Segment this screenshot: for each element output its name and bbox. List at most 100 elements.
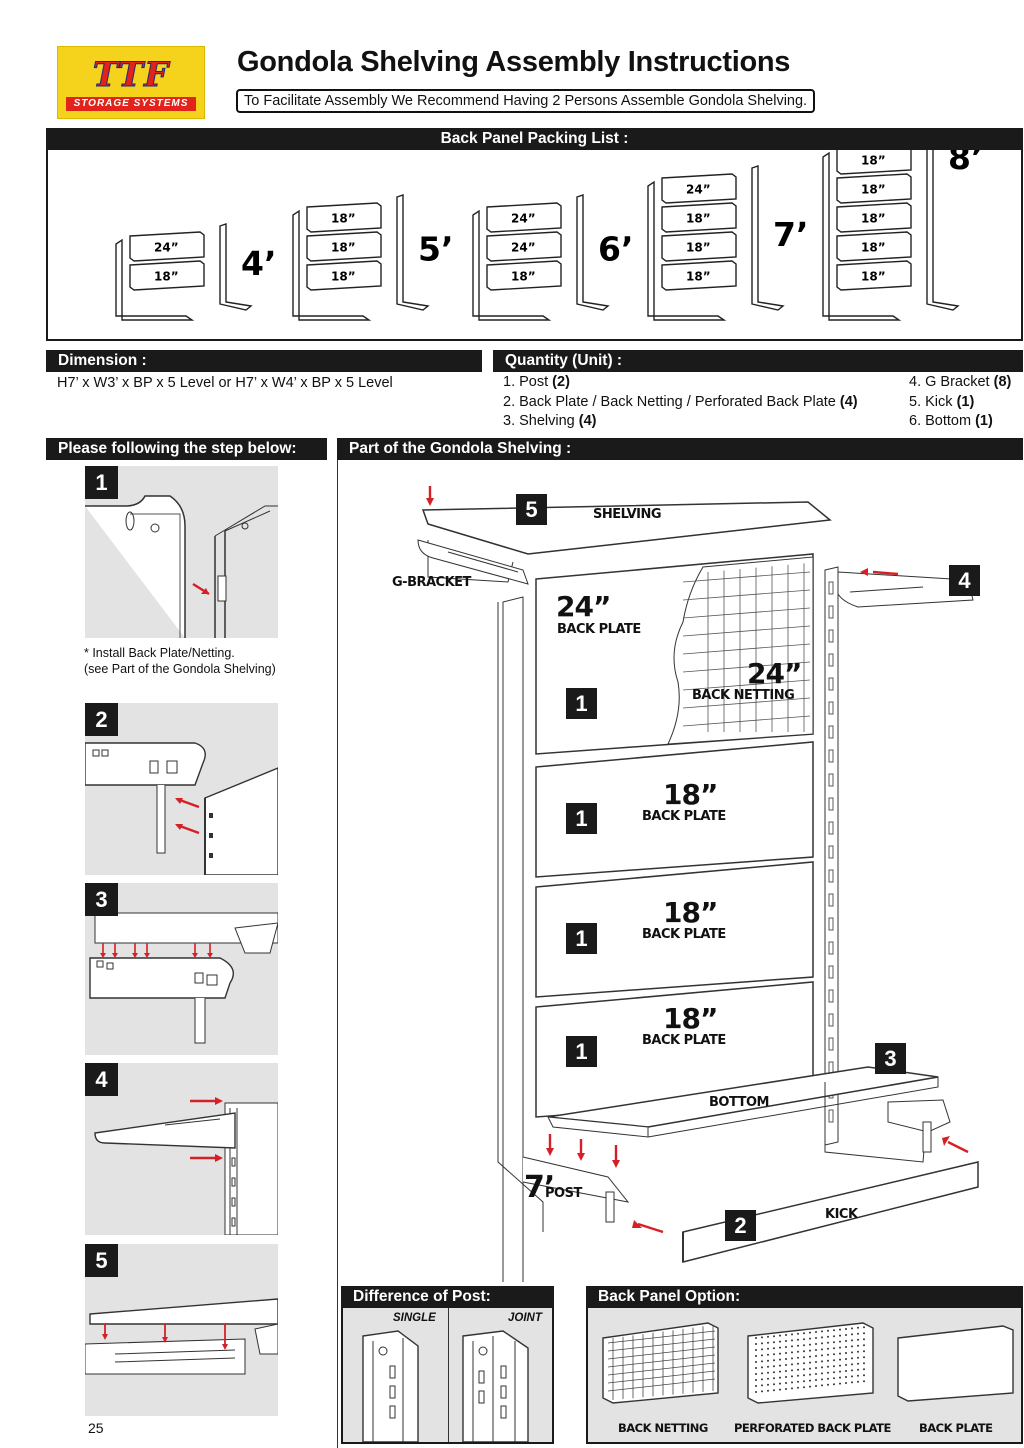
step-3-number: 3 xyxy=(85,883,118,916)
post-diff-box: SINGLE JOINT xyxy=(341,1308,554,1444)
quantity-item: 4. G Bracket (8) xyxy=(909,374,1012,390)
packing-panel xyxy=(306,202,382,233)
option-back-plate-label: BACK PLATE xyxy=(919,1421,993,1435)
badge-g-bracket: 4 xyxy=(949,565,980,596)
packing-panel-size: 24” xyxy=(511,212,536,226)
post-joint-label: JOINT xyxy=(508,1312,542,1324)
label-g-bracket: G-BRACKET xyxy=(392,575,471,590)
packing-panel xyxy=(486,202,562,233)
post-left xyxy=(502,596,524,1282)
packing-panel-size: 18” xyxy=(686,270,711,284)
badge-kick: 2 xyxy=(725,1210,756,1241)
step-1-panel: 1 xyxy=(85,466,278,638)
packing-post xyxy=(115,238,195,321)
badge-back-plate: 1 xyxy=(566,688,597,719)
packing-post xyxy=(926,150,960,311)
step-2-number: 2 xyxy=(85,703,118,736)
g-bracket-part xyxy=(417,539,529,585)
label-kick: KICK xyxy=(825,1207,858,1222)
badge-bottom: 3 xyxy=(875,1043,906,1074)
step-5-number: 5 xyxy=(85,1244,118,1277)
packing-panel xyxy=(661,231,737,262)
label-back-plate-18-size: 18” xyxy=(663,778,718,811)
packing-panel-size: 18” xyxy=(511,270,536,284)
label-bottom: BOTTOM xyxy=(709,1095,769,1110)
packing-panel xyxy=(836,231,912,262)
badge-back-plate: 1 xyxy=(566,803,597,834)
option-perforated-label: PERFORATED BACK PLATE xyxy=(734,1421,891,1435)
label-post-size: 7’ xyxy=(524,1170,555,1205)
packing-panel xyxy=(486,231,562,262)
packing-post xyxy=(822,151,902,321)
column-divider xyxy=(337,458,338,1448)
label-back-plate-18: BACK PLATE xyxy=(642,927,726,942)
back-plate-18-part xyxy=(535,741,814,878)
packing-set-label: 7’ xyxy=(773,215,809,254)
packing-panel-size: 18” xyxy=(861,183,886,197)
step-5-panel: 5 xyxy=(84,1244,279,1416)
badge-shelving: 5 xyxy=(516,494,547,525)
packing-post xyxy=(647,180,727,321)
logo-subtitle: STORAGE SYSTEMS xyxy=(66,97,196,111)
post-single-label: SINGLE xyxy=(393,1312,436,1324)
step-4-number: 4 xyxy=(85,1063,118,1096)
step-3-illustration xyxy=(89,912,279,1044)
packing-post xyxy=(576,194,610,311)
label-shelving: SHELVING xyxy=(593,507,662,522)
step-4-panel: 4 xyxy=(85,1063,279,1236)
packing-post xyxy=(472,209,552,321)
step-5-illustration xyxy=(84,1298,279,1375)
label-back-plate-18-size: 18” xyxy=(663,896,718,929)
packing-panel-size: 24” xyxy=(686,183,711,197)
packing-panel xyxy=(661,173,737,204)
packing-panel-size: 18” xyxy=(861,270,886,284)
label-back-plate-18: BACK PLATE xyxy=(642,1033,726,1048)
step-4-illustration xyxy=(94,1097,279,1236)
packing-set-label: 5’ xyxy=(418,230,454,269)
packing-set-label: 6’ xyxy=(598,230,634,269)
page-subtitle: To Facilitate Assembly We Recommend Havi… xyxy=(236,89,816,113)
quantity-list-left: 1. Post (2) 2. Back Plate / Back Netting… xyxy=(503,373,858,432)
quantity-item: 1. Post (2) xyxy=(503,374,570,390)
packing-panel xyxy=(661,260,737,291)
packing-panel-size: 18” xyxy=(861,212,886,226)
label-back-plate-24: BACK PLATE xyxy=(557,622,641,637)
packing-panel xyxy=(129,260,205,291)
back-option-box: BACK NETTING PERFORATED BACK PLATE BACK … xyxy=(586,1308,1023,1444)
quantity-item: 6. Bottom (1) xyxy=(909,413,993,429)
ttf-logo: TTF STORAGE SYSTEMS xyxy=(57,46,205,119)
packing-panel xyxy=(836,150,912,175)
back-netting-part xyxy=(667,556,814,745)
packing-panel-size: 18” xyxy=(331,241,356,255)
post-right xyxy=(824,566,839,1146)
label-back-netting-size: 24” xyxy=(747,657,802,690)
logo-brand: TTF xyxy=(92,55,170,96)
badge-back-plate: 1 xyxy=(566,1036,597,1067)
step-1-number: 1 xyxy=(85,466,118,499)
packing-post xyxy=(292,209,372,321)
quantity-item: 3. Shelving (4) xyxy=(503,413,597,429)
label-back-plate-18-size: 18” xyxy=(663,1002,718,1035)
packing-panel xyxy=(129,231,205,262)
packing-panel-size: 24” xyxy=(154,241,179,255)
page-number: 25 xyxy=(88,1420,104,1436)
packing-panel-size: 18” xyxy=(686,212,711,226)
step-3-panel: 3 xyxy=(85,883,279,1055)
packing-post xyxy=(219,223,253,311)
step-1-illustration xyxy=(85,495,278,638)
packing-panel-size: 18” xyxy=(861,154,886,168)
packing-panel-size: 18” xyxy=(686,241,711,255)
packing-panel xyxy=(486,260,562,291)
packing-set-label: 8’ xyxy=(948,150,984,177)
steps-title: Please following the step below: xyxy=(46,438,327,460)
label-back-plate-18: BACK PLATE xyxy=(642,809,726,824)
badge-back-plate: 1 xyxy=(566,923,597,954)
post-diff-title: Difference of Post: xyxy=(341,1286,554,1308)
quantity-item: 5. Kick (1) xyxy=(909,393,975,410)
packing-post xyxy=(751,165,785,311)
packing-panel xyxy=(836,260,912,291)
packing-panel-size: 18” xyxy=(331,212,356,226)
quantity-list-right: 4. G Bracket (8) 5. Kick (1) 6. Bottom (… xyxy=(909,373,1011,432)
packing-panel xyxy=(306,231,382,262)
step-1-note: * Install Back Plate/Netting. (see Part … xyxy=(84,646,276,676)
